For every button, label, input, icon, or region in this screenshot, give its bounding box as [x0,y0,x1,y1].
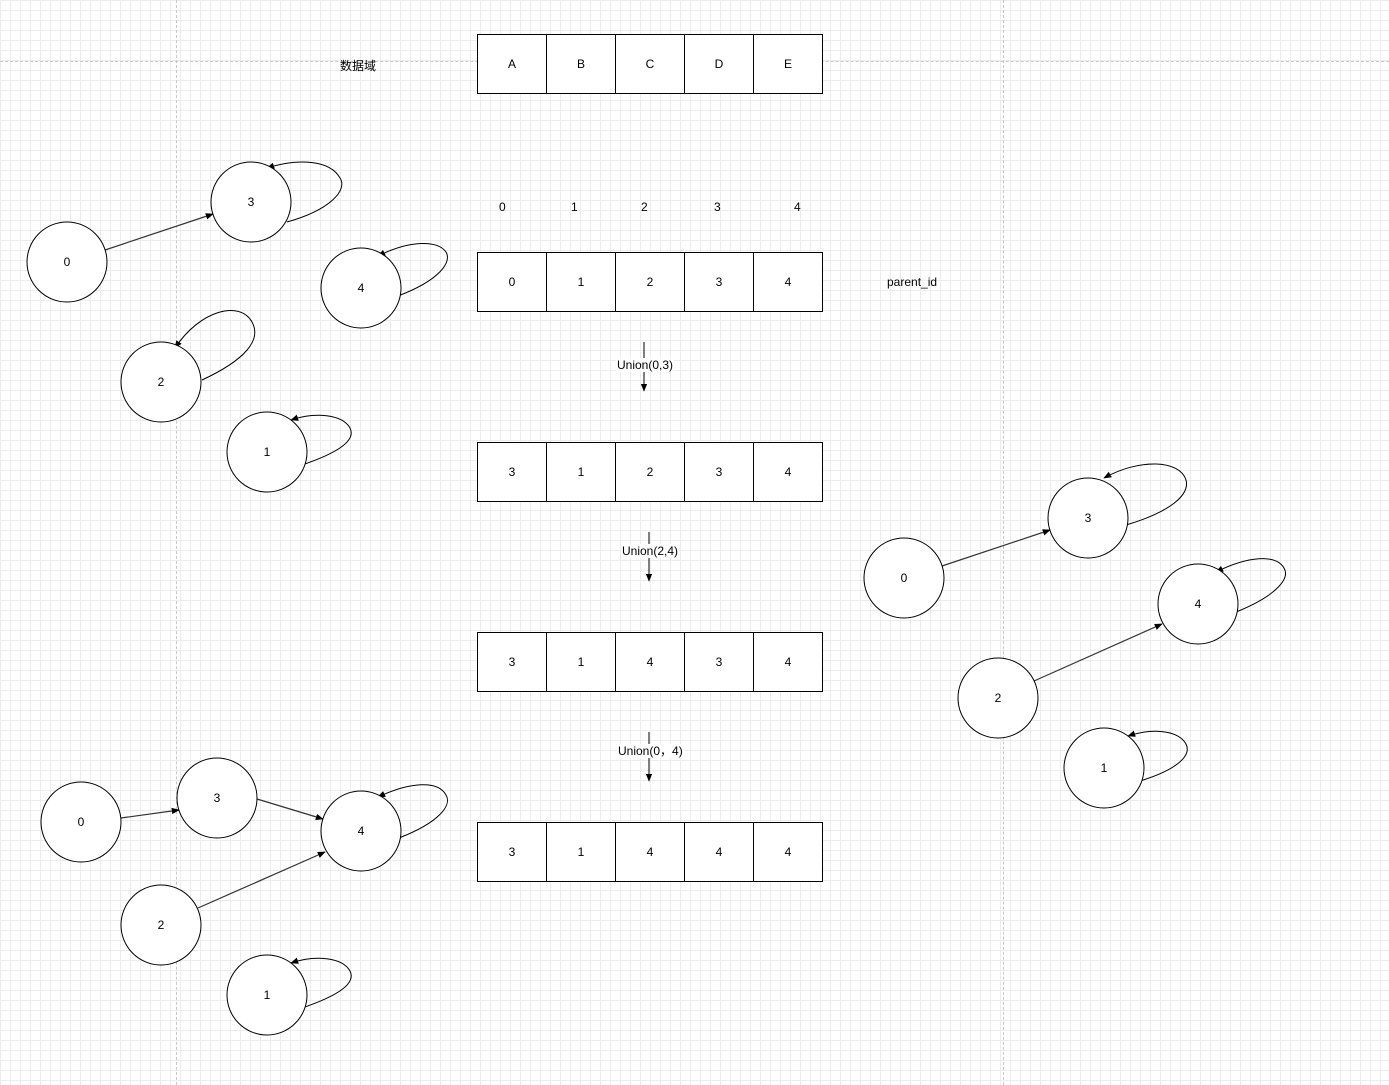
index-label: 0 [499,200,506,214]
edge-0-3 [104,213,214,251]
edge-2-4 [197,851,326,909]
node-4[interactable]: 4 [320,247,402,329]
array-cell[interactable]: 4 [753,442,823,502]
svg-text:0: 0 [78,815,85,829]
edge-2-4 [1033,623,1163,682]
node-3[interactable]: 3 [1047,477,1129,559]
svg-text:1: 1 [1101,761,1108,775]
graph-after-union-0-4: 0 3 4 2 1 [40,757,448,1036]
node-3[interactable]: 3 [176,757,258,839]
node-2[interactable]: 2 [957,657,1039,739]
parent-array-after-union-0-4: 3 1 4 4 4 [477,822,823,882]
self-loop-1 [1127,730,1188,782]
edge-3-4 [256,798,324,820]
svg-text:3: 3 [248,195,255,209]
array-cell[interactable]: 1 [546,252,616,312]
union-operation-label[interactable]: Union(0,3) [616,358,675,372]
self-loop-4 [377,242,448,297]
parent-id-label: parent_id [887,275,938,289]
edge-0-3 [941,529,1051,567]
parent-array-after-union-0-3: 3 1 2 3 4 [477,442,823,502]
array-cell[interactable]: 0 [477,252,547,312]
array-cell[interactable]: 4 [615,822,685,882]
graph-after-union-2-4: 0 3 4 2 1 [863,463,1286,809]
array-cell[interactable]: 1 [546,822,616,882]
svg-text:4: 4 [358,281,365,295]
node-4[interactable]: 4 [320,790,402,872]
parent-array-initial: 0 1 2 3 4 [477,252,823,312]
array-cell[interactable]: 3 [684,252,754,312]
svg-text:1: 1 [264,445,271,459]
node-0[interactable]: 0 [40,781,122,863]
array-cell[interactable]: 3 [477,632,547,692]
graph-initial: 0 3 4 2 1 [26,161,448,493]
array-cell[interactable]: 4 [753,632,823,692]
self-loop-1 [290,957,352,1009]
svg-text:0: 0 [64,255,71,269]
node-1[interactable]: 1 [226,411,308,493]
edge-0-3 [120,807,180,819]
array-cell[interactable]: 4 [753,822,823,882]
self-loop-3 [1103,463,1187,526]
svg-text:2: 2 [158,375,165,389]
node-4[interactable]: 4 [1157,563,1239,645]
data-array: A B C D E [477,34,823,94]
self-loop-1 [290,414,352,466]
node-1[interactable]: 1 [226,954,308,1036]
node-0[interactable]: 0 [26,221,108,303]
index-label: 4 [794,200,801,214]
union-operation-label[interactable]: Union(0，4) [617,744,684,758]
svg-text:0: 0 [901,571,908,585]
array-cell[interactable]: 2 [615,442,685,502]
svg-text:2: 2 [158,918,165,932]
self-loop-2 [174,310,256,381]
array-cell[interactable]: 1 [546,442,616,502]
array-cell[interactable]: C [615,34,685,94]
node-0[interactable]: 0 [863,537,945,619]
data-domain-label: 数据域 [340,59,377,73]
svg-text:3: 3 [1085,511,1092,525]
index-label: 3 [714,200,721,214]
svg-text:4: 4 [1195,597,1202,611]
svg-text:4: 4 [358,824,365,838]
svg-text:3: 3 [214,791,221,805]
array-cell[interactable]: 2 [615,252,685,312]
svg-text:2: 2 [995,691,1002,705]
svg-text:1: 1 [264,988,271,1002]
page-break-vertical-1 [176,0,177,1085]
parent-array-after-union-2-4: 3 1 4 3 4 [477,632,823,692]
index-label: 2 [641,200,648,214]
node-2[interactable]: 2 [120,341,202,423]
array-cell[interactable]: 4 [753,252,823,312]
self-loop-3 [266,161,343,223]
self-loop-4 [377,784,448,839]
array-cell[interactable]: B [546,34,616,94]
union-operation-label[interactable]: Union(2,4) [621,544,680,558]
index-label: 1 [571,200,578,214]
node-1[interactable]: 1 [1063,727,1145,809]
array-cell[interactable]: E [753,34,823,94]
page-break-vertical-2 [1003,0,1004,1085]
array-cell[interactable]: 4 [684,822,754,882]
node-2[interactable]: 2 [120,884,202,966]
node-3[interactable]: 3 [210,161,292,243]
self-loop-4 [1215,558,1286,613]
